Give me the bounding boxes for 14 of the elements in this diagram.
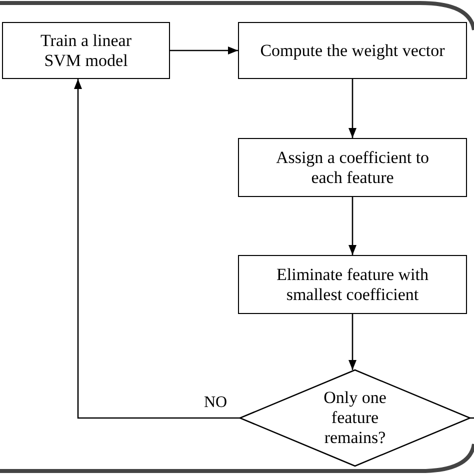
- node-text: Train a linear SVM model: [40, 30, 132, 70]
- arrow: [348, 314, 356, 370]
- node-text: Assign a coefficient to each feature: [274, 148, 430, 188]
- process-box: [238, 22, 467, 79]
- process-box: [2, 22, 170, 79]
- arrow: [348, 197, 356, 255]
- node-text: Compute the weight vector: [259, 40, 446, 60]
- process-box: [238, 138, 467, 197]
- process-box: [238, 255, 467, 314]
- arrow: [170, 46, 238, 54]
- node-text: Only one feature remains?: [322, 388, 388, 448]
- arrow: [74, 79, 240, 419]
- node-text: Eliminate feature with smallest coefficient: [276, 264, 430, 304]
- arrow: [348, 79, 356, 138]
